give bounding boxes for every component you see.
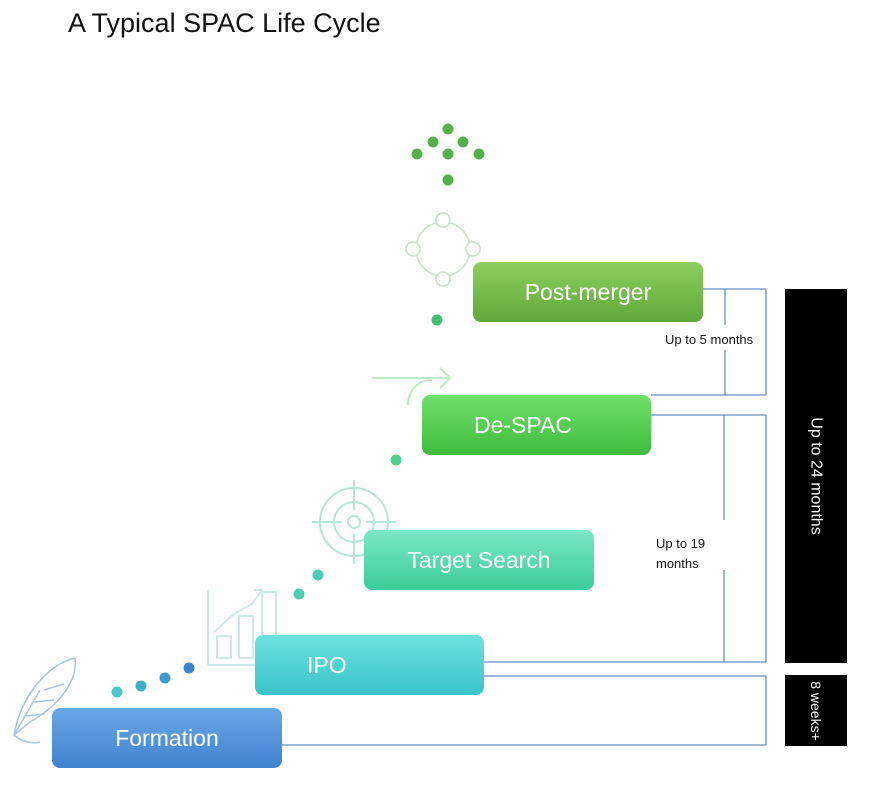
dotted-path (111, 314, 443, 698)
duration-bar-8-weeks: 8 weeks+ (785, 675, 847, 746)
stage-de-spac: De-SPAC (422, 395, 651, 455)
feather-icon (12, 657, 77, 744)
stage-ipo-label: IPO (307, 651, 347, 678)
stage-target-search-label: Target Search (407, 546, 551, 573)
duration-bar-8-label: 8 weeks+ (807, 680, 824, 741)
dots-arrow-up-icon (411, 123, 485, 186)
stage-de-spac-label: De-SPAC (474, 411, 572, 438)
stage-post-merger-label: Post-merger (524, 278, 652, 305)
duration-bar-24-months: Up to 24 months (785, 289, 847, 663)
stage-target-search: Target Search (364, 530, 594, 590)
stage-ipo: IPO (255, 635, 484, 695)
stage-formation-label: Formation (115, 724, 219, 751)
stage-formation: Formation (52, 708, 282, 768)
stage-post-merger: Post-merger (473, 262, 703, 322)
target-icon (312, 480, 396, 564)
duration-bar-24-label: Up to 24 months (808, 417, 825, 535)
bracket-despac-post (651, 288, 767, 396)
circle-nodes-icon (405, 212, 481, 287)
arrow-icon (372, 367, 452, 406)
bracket-ipo-despac (484, 414, 767, 663)
page-title: A Typical SPAC Life Cycle (68, 8, 381, 38)
bracket-formation-ipo (282, 675, 767, 746)
duration-note-19-months: Up to 19 months (656, 536, 706, 571)
duration-note-5-months: Up to 5 months (665, 332, 754, 347)
